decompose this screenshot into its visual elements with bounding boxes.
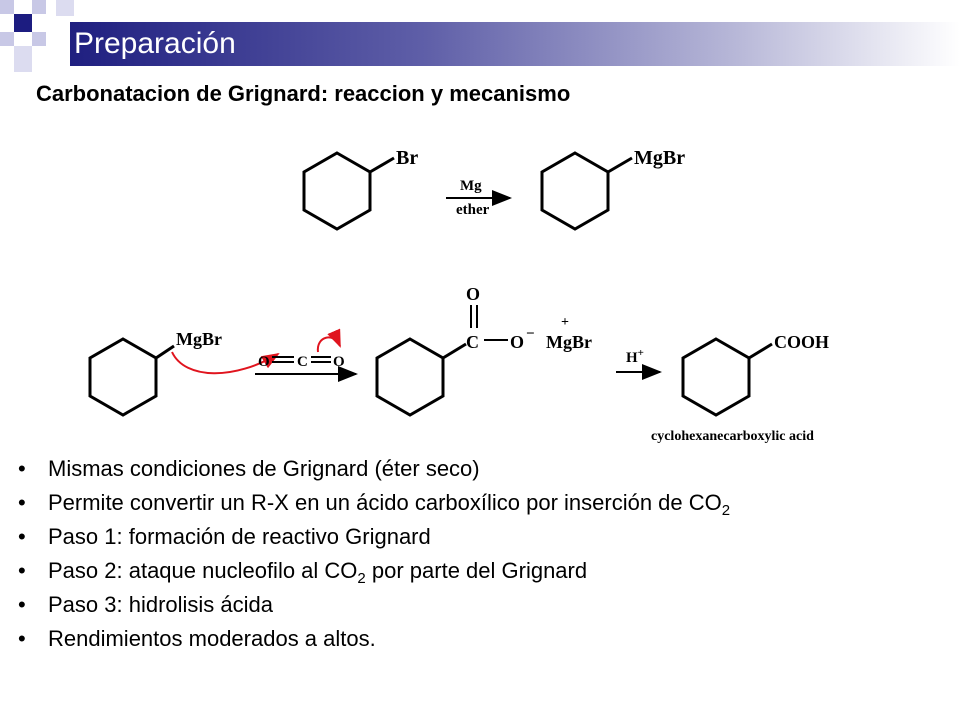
bullet-text: Paso 3: hidrolisis ácida [48,592,274,617]
bullet-marker: • [18,456,26,481]
cyclohexane-ring [302,151,372,231]
reaction-2: MgBr O C O C O O − + MgBr H+ COOH cycloh… [88,284,829,444]
grignard-label: MgBr [176,329,222,349]
intermediate-carbon-label: C [466,332,479,352]
cyclohexane-ring [375,337,445,417]
bullet-text: por parte del Grignard [365,558,588,583]
carboxylic-acid-label: COOH [774,332,829,352]
reaction-scheme: Br Mg ether MgBr MgBr O C O C O O − + [88,147,829,444]
cyclohexane-ring [681,337,751,417]
slide-subtitle: Carbonatacion de Grignard: reaccion y me… [36,81,571,106]
bond [369,156,395,174]
carbonyl-oxygen-label: O [466,284,480,304]
page-title: Preparación [74,27,236,60]
bond [748,342,773,360]
carboxylate-oxygen-label: O [510,332,524,352]
corner-square [14,46,32,72]
negative-charge-label: − [526,326,535,342]
bullet-marker: • [18,490,26,515]
bullet-item: • Rendimientos moderados a altos. [12,626,938,652]
bullet-item: • Mismas condiciones de Grignard (éter se… [12,456,938,482]
bromo-label: Br [396,147,418,169]
bullet-marker: • [18,592,26,617]
bond [442,342,467,360]
positive-charge-label: + [561,315,569,330]
bullet-text: Rendimientos moderados a altos. [48,626,376,651]
bullet-marker: • [18,558,26,583]
bullet-item: • Paso 2: ataque nucleofilo al CO2 por pa… [12,558,938,587]
subscript: 2 [357,570,366,587]
bullet-item: • Paso 3: hidrolisis ácida [12,592,938,618]
reagent-mg-label: Mg [460,178,482,194]
co2-oxygen-label: O [333,354,345,370]
bullet-text: Mismas condiciones de Grignard (éter sec… [48,456,480,481]
bond [607,156,633,174]
corner-square [0,32,14,46]
corner-square [32,32,46,46]
product-name-label: cyclohexanecarboxylic acid [651,429,814,444]
bullet-text: Paso 2: ataque nucleofilo al CO [48,558,358,583]
acid-reagent-label: H+ [626,347,644,366]
corner-square [56,0,74,16]
bullet-text: Permite convertir un R-X en un ácido car… [48,490,722,515]
grignard-label: MgBr [634,147,685,169]
co2-carbon-label: C [297,354,308,370]
reaction-1: Br Mg ether MgBr [302,147,685,231]
title-bar [70,22,960,66]
corner-square [14,14,32,32]
bond [155,344,175,360]
co2-oxygen-label: O [258,354,270,370]
corner-square [0,0,14,14]
counter-ion-label: MgBr [546,332,592,352]
bullet-text: Paso 1: formación de reactivo Grignard [48,524,431,549]
bullet-marker: • [18,524,26,549]
curved-arrow-icon [171,351,280,375]
bullet-list: • Mismas condiciones de Grignard (éter se… [12,456,938,660]
cyclohexane-ring [88,337,158,417]
reagent-ether-label: ether [456,202,490,218]
bullet-marker: • [18,626,26,651]
subscript: 2 [721,502,731,519]
corner-square [32,0,46,14]
bullet-item: • Permite convertir un R-X en un ácido ca… [12,490,938,519]
cyclohexane-ring [540,151,610,231]
bullet-item: • Paso 1: formación de reactivo Grignard [12,524,938,550]
curved-arrow-icon [316,328,341,353]
